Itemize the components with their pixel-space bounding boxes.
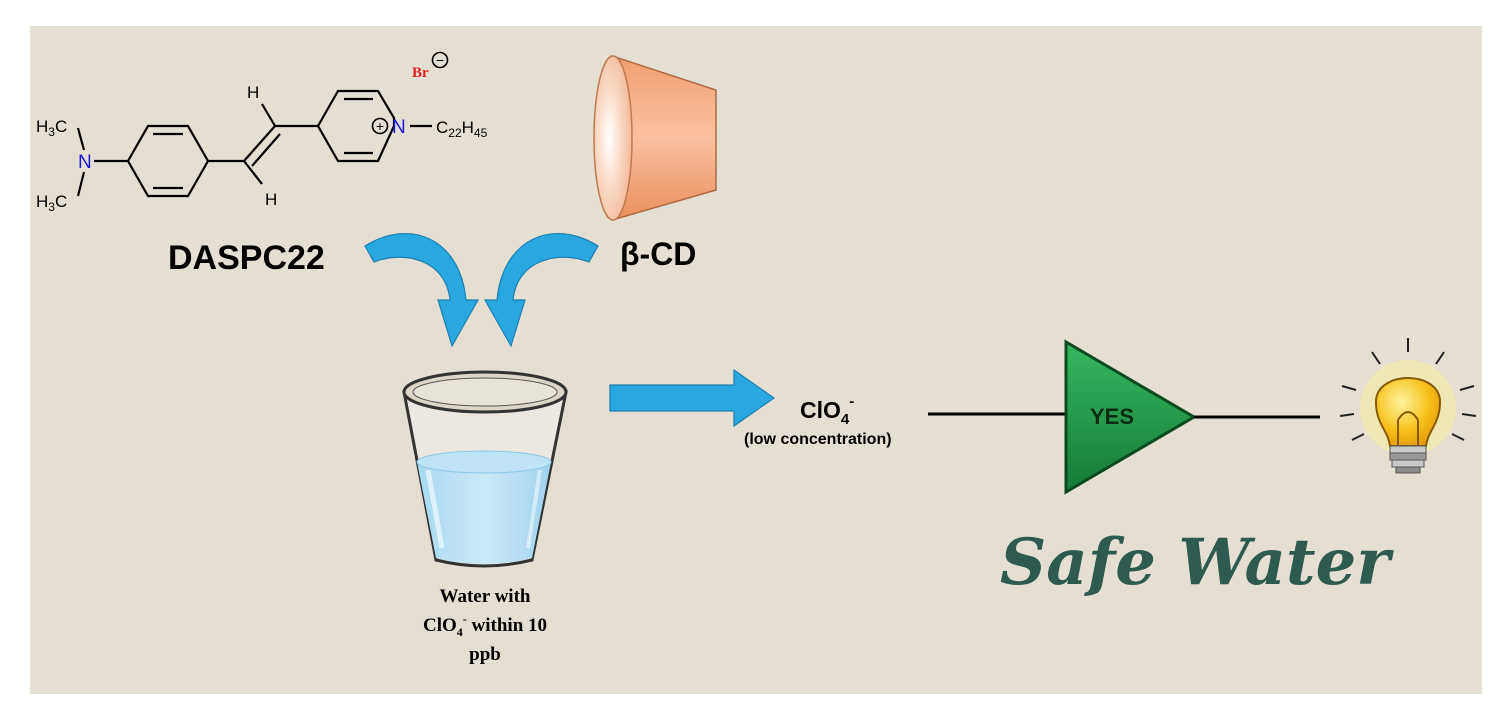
yes-gate-label: YES [1090,404,1134,429]
analyte-note: (low concentration) [744,431,892,448]
plus-charge-icon [371,117,389,135]
methyl-label-top: H3C [36,117,67,139]
vinyl-hydrogen-top: H [247,83,259,102]
daspc22-name: DASPC22 [168,239,325,277]
daspc22-structure [76,89,432,198]
methyl-label-bottom: H3C [36,192,67,214]
curved-arrow-right-icon [483,233,599,348]
curved-arrow-left-icon [364,233,480,348]
glass-caption-line3: ppb [469,644,501,665]
alkyl-chain-label: C22H45 [436,118,488,140]
analyte-formula: ClO4- [800,393,854,428]
light-bulb-icon [1339,338,1477,474]
water-glass-icon [402,370,568,568]
glass-caption-line1: Water with [440,586,531,607]
plus-charge-symbol: + [376,118,384,134]
beta-cd-cone-icon [593,54,717,221]
diagram-panel [30,26,1482,694]
amine-nitrogen-label: N [78,152,92,173]
minus-charge-icon [431,51,449,69]
yes-gate-icon [1064,339,1197,495]
vinyl-hydrogen-bottom: H [265,190,277,209]
safe-water-title: Safe Water [1000,525,1394,600]
beta-cd-name: β-CD [620,236,696,272]
straight-arrow-icon [609,368,776,428]
pyridinium-nitrogen-label: N [392,117,406,138]
bromide-counterion-label: Br [412,65,429,81]
minus-charge-symbol: − [436,52,444,68]
glass-caption-line2: ClO4- within 10 [423,612,547,639]
